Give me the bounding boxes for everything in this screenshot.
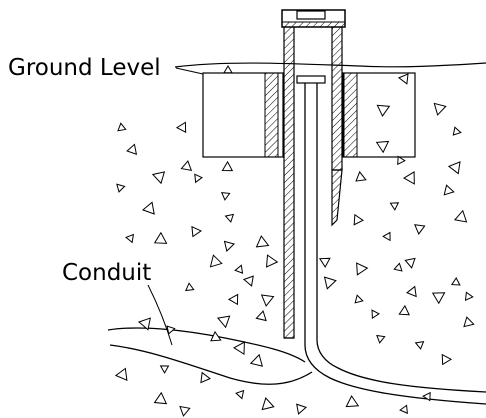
aggregate-triangle <box>447 161 461 175</box>
aggregate-triangle <box>463 316 475 328</box>
aggregate-triangle <box>318 257 331 268</box>
aggregate-triangle <box>137 317 151 331</box>
aggregate-triangle <box>441 353 453 366</box>
aggregate-triangle <box>125 233 135 244</box>
aggregate-triangle <box>114 367 128 382</box>
aggregate-triangle <box>414 340 425 350</box>
pipe-cap <box>281 9 346 28</box>
aggregate-triangle <box>345 395 360 408</box>
aggregate-triangle <box>216 315 231 329</box>
aggregate-triangle <box>464 291 474 301</box>
aggregate-triangle <box>260 294 275 307</box>
aggregate-triangle <box>153 391 168 405</box>
aggregate-triangle <box>356 262 369 276</box>
aggregate-triangle <box>191 225 203 238</box>
aggregate-triangle <box>353 213 364 226</box>
aggregate-triangle <box>404 257 416 269</box>
aggregate-triangle <box>265 254 279 268</box>
aggregate-triangle <box>179 405 191 417</box>
aggregate-triangle <box>185 282 195 292</box>
aggregate-triangle <box>376 104 391 117</box>
aggregate-triangle <box>209 254 223 268</box>
aggregate-triangle <box>234 264 244 274</box>
aggregate-triangle <box>224 213 235 223</box>
conduit-label: Conduit <box>62 260 151 286</box>
aggregate-triangle <box>242 275 254 287</box>
aggregate-triangle <box>194 173 203 184</box>
hatched-grout-right <box>343 72 358 158</box>
aggregate-triangle <box>166 325 176 335</box>
rod-head <box>296 75 326 84</box>
hatched-grout-left <box>264 72 279 158</box>
ground-level-leader <box>175 67 204 75</box>
aggregate-triangle <box>151 171 166 185</box>
aggregate-triangle <box>414 224 426 235</box>
aggregate-triangle <box>116 183 126 193</box>
aggregate-triangle <box>354 294 364 304</box>
aggregate-triangle <box>220 192 231 201</box>
aggregate-triangle <box>399 404 408 415</box>
aggregate-triangle <box>398 304 410 316</box>
aggregate-triangle <box>397 155 406 166</box>
aggregate-triangle <box>210 330 222 342</box>
aggregate-triangle <box>249 353 264 367</box>
conduit-left-lower <box>109 344 313 385</box>
aggregate-triangle <box>221 160 234 172</box>
aggregate-triangle <box>227 293 239 306</box>
aggregate-triangle <box>453 209 468 223</box>
aggregate-triangle <box>175 121 187 134</box>
aggregate-triangle <box>159 365 170 374</box>
aggregate-triangle <box>403 171 415 185</box>
aggregate-triangle <box>180 160 193 171</box>
aggregate-triangle <box>382 231 391 242</box>
aggregate-triangle <box>261 397 275 411</box>
aggregate-triangle <box>223 65 233 74</box>
aggregate-triangle <box>296 403 308 415</box>
conduit-leader <box>147 284 173 346</box>
aggregate-triangle <box>255 310 267 322</box>
aggregate-triangle <box>323 276 337 290</box>
aggregate-triangle <box>450 277 461 286</box>
aggregate-triangle <box>422 391 431 402</box>
aggregate-triangle <box>126 143 138 156</box>
aggregate-triangle <box>200 371 211 384</box>
aggregate-triangle <box>393 262 403 272</box>
aggregate-triangle <box>141 201 155 215</box>
aggregate-triangle <box>223 240 236 252</box>
aggregate-triangle <box>406 285 417 298</box>
aggregate-triangle <box>452 126 462 136</box>
aggregate-triangle <box>117 122 127 132</box>
ground-surface-line <box>174 62 486 68</box>
aggregate-triangle <box>371 309 380 320</box>
conduit-outer-line <box>316 83 486 393</box>
ground-level-label: Ground Level <box>8 55 161 81</box>
aggregate-triangle <box>433 102 447 116</box>
conduit-left-upper <box>107 327 306 363</box>
aggregate-triangle <box>397 73 409 85</box>
aggregate-triangle <box>233 341 245 356</box>
aggregate-triangle <box>153 231 168 244</box>
aggregate-triangle <box>375 140 390 154</box>
aggregate-triangle <box>389 202 400 211</box>
aggregate-triangle <box>443 184 455 196</box>
pipe-casing <box>283 21 343 339</box>
aggregate-triangle <box>235 389 245 400</box>
aggregate-marks <box>114 65 475 417</box>
aggregate-triangle <box>376 334 386 344</box>
aggregate-triangle <box>431 292 446 305</box>
aggregate-triangle <box>355 170 367 182</box>
aggregate-triangle <box>255 235 270 248</box>
